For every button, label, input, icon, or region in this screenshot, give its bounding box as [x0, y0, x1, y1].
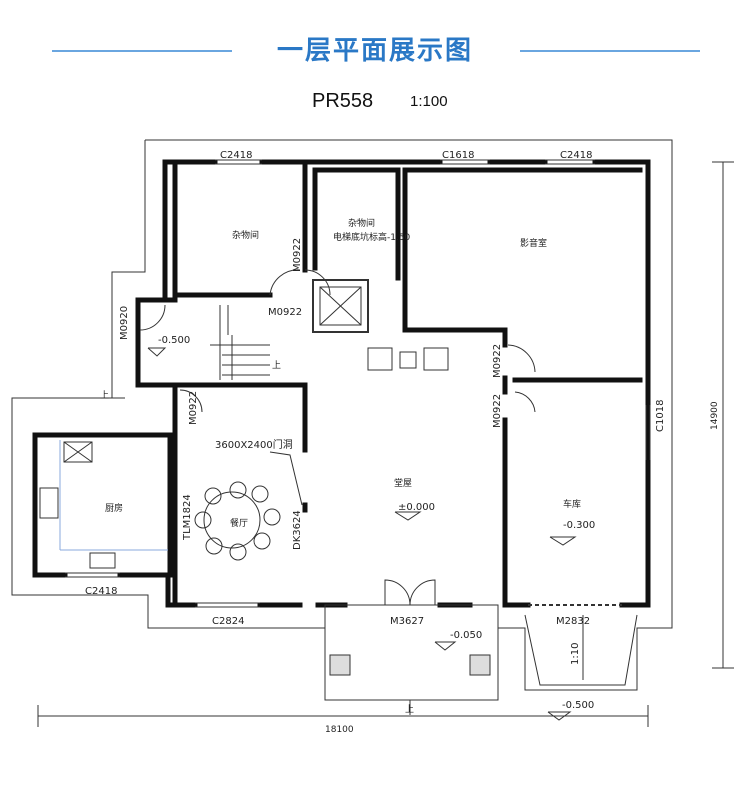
ground-level: -0.500: [562, 700, 594, 711]
title-line-right: [520, 50, 700, 52]
label-c2418-top-left: C2418: [220, 150, 252, 161]
title-line-left: [52, 50, 232, 52]
header: 一层平面展示图 PR558 1:100: [0, 0, 750, 112]
room-storage-left: 杂物间: [232, 229, 259, 241]
label-m0922-e: M0922: [492, 394, 503, 428]
label-c1018: C1018: [655, 400, 666, 432]
label-c2824: C2824: [212, 616, 244, 627]
porch-level: -0.050: [450, 630, 482, 641]
stair-up: 上: [272, 360, 281, 371]
garage-level: -0.300: [563, 520, 595, 531]
label-c2418-top-right: C2418: [560, 150, 592, 161]
room-garage: 车库: [563, 498, 581, 510]
room-storage-mid: 杂物间: [348, 217, 375, 229]
room-dining: 餐厅: [230, 517, 248, 529]
hall-level: ±0.000: [398, 502, 435, 513]
dimension-width: 18100: [325, 725, 354, 735]
room-theater: 影音室: [520, 237, 547, 249]
details: [37, 159, 734, 727]
elevator-note: 电梯底坑标高-1.50: [333, 231, 411, 243]
label-m0922-d: M0922: [492, 344, 503, 378]
room-hall: 堂屋: [394, 477, 412, 489]
porch-up: 上: [405, 704, 414, 715]
plan-scale: 1:100: [410, 93, 448, 110]
label-c1618: C1618: [442, 150, 474, 161]
label-c2418-bottom: C2418: [85, 586, 117, 597]
stair-level: -0.500: [158, 335, 190, 346]
label-m2832: M2832: [556, 616, 590, 627]
label-m0920: M0920: [119, 306, 130, 340]
label-m0922-a: M0922: [292, 238, 303, 272]
ramp-slope: 1:10: [570, 643, 581, 665]
label-dk3624: DK3624: [292, 510, 303, 550]
label-m0922-b: M0922: [268, 307, 302, 318]
page-title: 一层平面展示图: [276, 36, 473, 66]
label-m3627: M3627: [390, 616, 424, 627]
left-up: 上: [100, 390, 109, 401]
label-m0922-c: M0922: [188, 391, 199, 425]
plan-code: PR558: [312, 90, 374, 112]
walls: [32, 159, 651, 608]
label-tlm1824: TLM1824: [182, 494, 193, 541]
door-hole-label: 3600X2400门洞: [215, 438, 293, 451]
room-kitchen: 厨房: [105, 502, 123, 514]
dimension-depth: 14900: [710, 401, 720, 430]
